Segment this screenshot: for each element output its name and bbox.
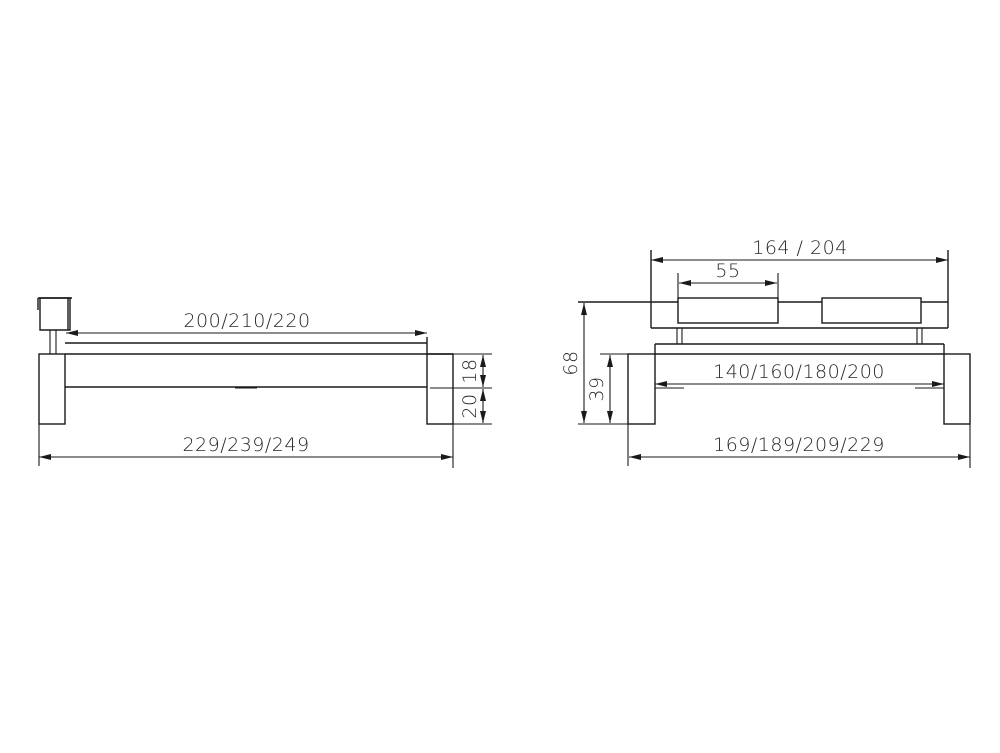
front-view: 164 / 204 55 140/160/180/200 169/189/209… — [560, 237, 971, 468]
front-cushion-left — [677, 297, 779, 324]
front-frame — [654, 343, 945, 355]
side-left-leg — [38, 353, 66, 425]
leg-height-label: 20 — [459, 393, 481, 418]
total-length-label: 229/239/249 — [182, 434, 309, 456]
frame-top-height-label: 39 — [586, 376, 608, 401]
front-headboard — [578, 250, 949, 329]
front-left-leg — [627, 353, 656, 425]
dimension-side-heights: 18 20 — [430, 353, 492, 425]
front-right-leg — [943, 353, 971, 425]
dimension-total-length: 229/239/249 — [38, 424, 454, 468]
side-right-leg — [426, 353, 454, 425]
mattress-width-label: 140/160/180/200 — [713, 361, 885, 383]
front-cushion-right — [821, 297, 922, 324]
front-supports — [676, 328, 923, 344]
side-headboard — [37, 297, 72, 354]
dimension-front-heights: 68 39 — [560, 303, 628, 425]
inner-length-label: 200/210/220 — [183, 310, 310, 332]
dimension-inner-length: 200/210/220 — [66, 310, 427, 336]
dimension-cushion-width: 55 — [677, 260, 779, 298]
headboard-height-label: 68 — [560, 350, 582, 375]
side-view: 200/210/220 229/239/249 18 20 — [37, 297, 492, 468]
dimension-headboard-width: 164 / 204 — [651, 237, 948, 263]
dimension-mattress-width: 140/160/180/200 — [655, 361, 944, 389]
cushion-width-label: 55 — [715, 260, 740, 282]
total-width-label: 169/189/209/229 — [713, 434, 885, 456]
frame-height-label: 18 — [459, 358, 481, 383]
dimension-total-width: 169/189/209/229 — [627, 424, 971, 468]
headboard-width-label: 164 / 204 — [752, 237, 848, 259]
side-frame — [65, 337, 453, 389]
